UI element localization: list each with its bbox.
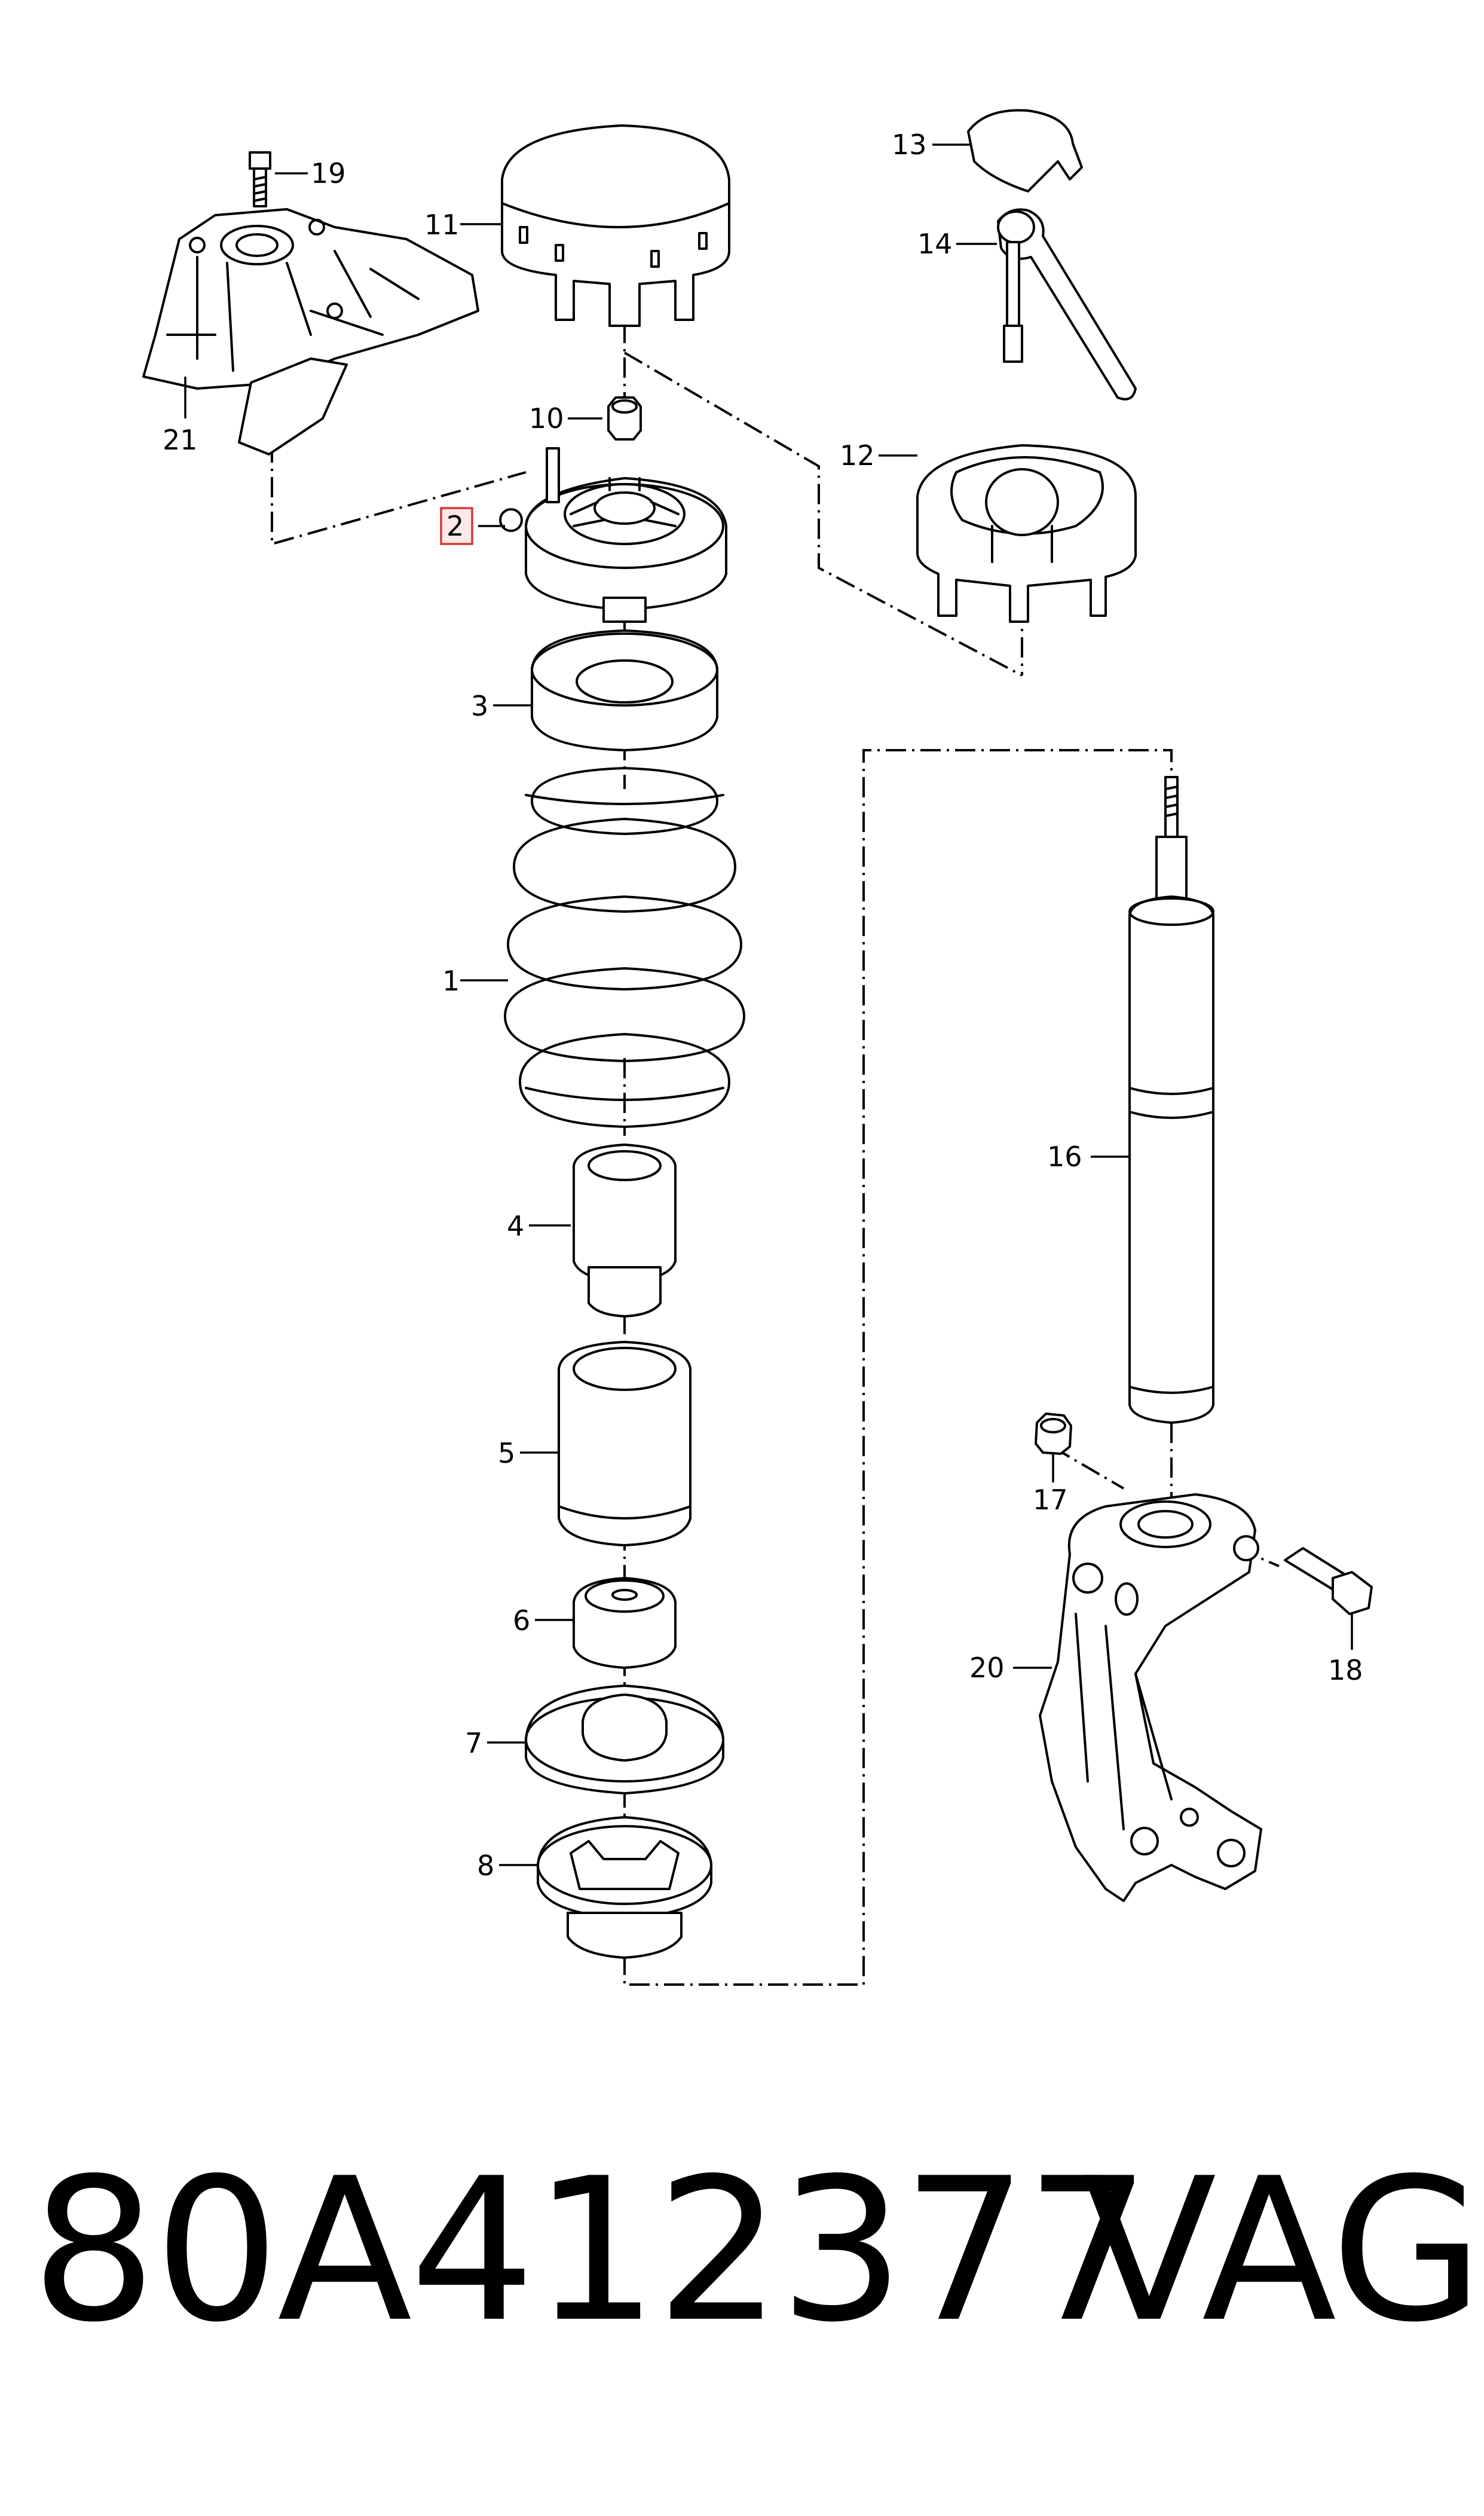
part-18-bolt	[1284, 1547, 1373, 1615]
part-2-strut-mount	[499, 447, 727, 623]
part-8-lower-spring-seat	[537, 1816, 712, 1959]
callout-11[interactable]: 11	[424, 209, 460, 241]
part-16-shock-absorber	[1128, 776, 1214, 1424]
part-number: 80A412377	[31, 2136, 1151, 2365]
callout-6[interactable]: 6	[513, 1604, 530, 1637]
callout-16[interactable]: 16	[1047, 1141, 1082, 1173]
callout-4[interactable]: 4	[507, 1210, 524, 1242]
callout-13[interactable]: 13	[892, 129, 927, 161]
part-10-nut	[607, 396, 642, 441]
exploded-parts-diagram: 2 19 11 13 14 12 10 21 3 1 4 5 6 7 8 16 …	[142, 109, 1373, 1986]
part-17-nut	[1035, 1413, 1072, 1455]
part-14-tool	[997, 208, 1137, 401]
leader-lines	[184, 143, 1353, 1866]
part-13-cap	[967, 109, 1083, 192]
callout-3[interactable]: 3	[471, 690, 488, 722]
part-20-knuckle	[1039, 1493, 1262, 1902]
part-7-spring-plate	[525, 1685, 724, 1794]
brand-name: VAG	[1082, 2136, 1483, 2365]
part-3-spring-seat	[531, 629, 718, 751]
part-4-bump-stop	[573, 1144, 677, 1317]
callout-20[interactable]: 20	[969, 1652, 1005, 1684]
part-6-buffer	[573, 1577, 677, 1669]
part-12-isolator	[916, 444, 1137, 623]
callout-5[interactable]: 5	[498, 1437, 515, 1469]
callout-12[interactable]: 12	[840, 439, 875, 472]
part-1-coil-spring	[504, 767, 745, 1128]
callout-21[interactable]: 21	[163, 424, 198, 456]
part-5-protective-sleeve	[558, 1341, 691, 1546]
callout-2-highlight	[440, 507, 473, 545]
part-11-cap	[501, 124, 730, 327]
callout-14[interactable]: 14	[917, 228, 953, 260]
callout-10[interactable]: 10	[529, 402, 564, 435]
part-19-bolt	[249, 151, 271, 207]
callout-labels: 2 19 11 13 14 12 10 21 3 1 4 5 6 7 8 16 …	[163, 129, 1363, 1882]
callout-2[interactable]: 2	[446, 510, 464, 542]
callout-18[interactable]: 18	[1328, 1654, 1363, 1686]
callout-7[interactable]: 7	[465, 1727, 482, 1759]
callout-17[interactable]: 17	[1033, 1484, 1068, 1516]
part-21-strut-tower-mount	[142, 208, 479, 455]
callout-1[interactable]: 1	[442, 965, 460, 997]
callout-19[interactable]: 19	[311, 157, 346, 189]
callout-8[interactable]: 8	[477, 1849, 494, 1882]
